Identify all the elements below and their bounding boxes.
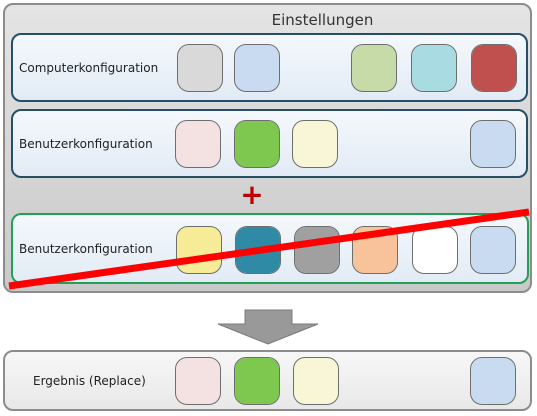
result-tile-1 (175, 357, 221, 405)
result-tile-2 (234, 357, 280, 405)
result-label: Ergebnis (Replace) (33, 373, 146, 388)
result-tile-3 (293, 357, 339, 405)
settings-title: Einstellungen (271, 11, 374, 29)
computer-config-label: Computerkonfiguration (19, 60, 159, 75)
computer-tile-4 (411, 44, 457, 92)
down-arrow-shape (217, 309, 319, 345)
computer-config-row: Computerkonfiguration (11, 33, 528, 102)
computer-tile-5 (471, 44, 517, 92)
user-config-label: Benutzerkonfiguration (19, 136, 153, 151)
computer-tile-2 (234, 44, 280, 92)
computer-tile-3 (351, 44, 397, 92)
computer-tile-1 (177, 44, 223, 92)
user-config-row: Benutzerkonfiguration (11, 109, 528, 178)
user-tile-4 (470, 120, 516, 168)
user-tile-2 (234, 120, 280, 168)
result-row: Ergebnis (Replace) (3, 350, 532, 411)
user-tile-1 (175, 120, 221, 168)
result-tile-4 (470, 357, 516, 405)
user-tile-3 (292, 120, 338, 168)
plus-sign: + (240, 178, 264, 211)
